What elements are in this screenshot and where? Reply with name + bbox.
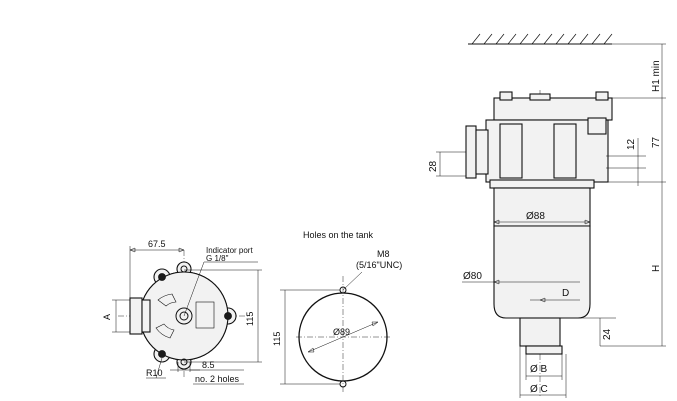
indicator-port-label: Indicator port [206, 246, 253, 255]
dim-24: 24 [602, 328, 613, 340]
bolt-hole [224, 312, 232, 320]
dim-h: H [651, 265, 662, 272]
dim-77: 77 [651, 136, 662, 148]
dim-dia-b: Ø B [530, 364, 548, 375]
inlet-port [465, 125, 477, 179]
filter-side-view [436, 33, 666, 398]
outlet-pipe [519, 317, 561, 347]
dim-h1-min: H1 min [651, 60, 662, 92]
dim-8-5: 8.5 [202, 360, 215, 370]
dim-dia88: Ø88 [526, 211, 545, 222]
indicator-port-thread: G 1/8" [206, 254, 229, 263]
indicator-port [175, 307, 193, 325]
dim-dia80: Ø80 [463, 271, 482, 282]
tank-holes-view [280, 271, 392, 394]
dim-r10: R10 [146, 368, 163, 378]
filter-top-view [112, 246, 262, 385]
bolt-hole [158, 273, 166, 281]
dim-dia89: Ø89 [333, 327, 350, 337]
thread-m8: M8 [377, 249, 390, 259]
bowl-upper [493, 187, 591, 227]
dim-dia-c: Ø C [530, 384, 548, 395]
dim-28: 28 [428, 160, 439, 172]
inlet-port-block [129, 297, 143, 335]
thread-unc: (5/16"UNC) [356, 260, 402, 270]
dim-67-5: 67.5 [148, 239, 166, 249]
head-cap [493, 97, 613, 121]
bowl-lower [493, 225, 591, 319]
dim-12: 12 [626, 138, 637, 150]
dim-a: A [102, 314, 112, 320]
dim-115-left: 115 [245, 312, 255, 326]
dim-no-2-holes: no. 2 holes [195, 374, 240, 384]
holes-title: Holes on the tank [303, 230, 374, 240]
bolt-hole [158, 350, 166, 358]
dim-115-mid: 115 [272, 332, 282, 346]
dim-d: D [562, 288, 569, 299]
